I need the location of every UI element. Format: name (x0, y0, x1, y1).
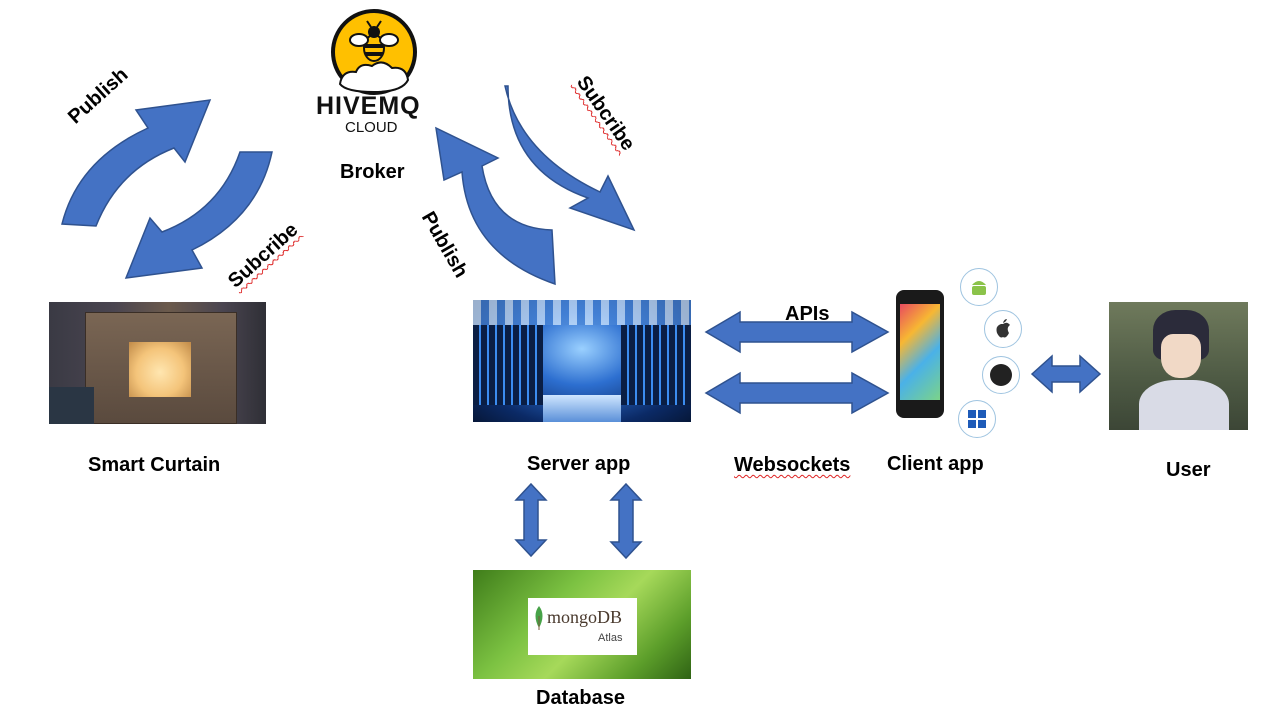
websockets-label: Websockets (734, 454, 851, 476)
smart-curtain-image (49, 302, 266, 424)
user-label: User (1166, 459, 1211, 481)
hivemq-logo-subtext: CLOUD (345, 119, 398, 136)
server-publish-arrow (435, 126, 556, 286)
mongodb-brand: mongoDB (547, 607, 623, 627)
windows-icon (958, 400, 996, 438)
blackberry-icon (982, 356, 1020, 394)
websockets-arrow (704, 371, 890, 415)
hivemq-logo-text: HIVEMQ (316, 92, 421, 120)
user-avatar (1109, 302, 1248, 430)
server-app-label: Server app (527, 453, 631, 475)
client-user-arrow (1030, 354, 1102, 394)
smart-curtain-label: Smart Curtain (88, 454, 221, 476)
mongodb-product: Atlas (598, 632, 623, 644)
android-icon (960, 268, 998, 306)
mongodb-atlas-image: mongoDB Atlas (473, 570, 691, 679)
apis-label: APIs (785, 303, 830, 325)
curtain-publish-arrow (61, 99, 212, 227)
database-label: Database (536, 687, 625, 709)
db-arrow-left (514, 482, 548, 558)
mongodb-leaf-icon (535, 606, 543, 630)
server-room-image (473, 300, 691, 422)
client-app-label: Client app (887, 453, 984, 475)
curtain-subscribe-arrow (124, 151, 273, 279)
server-subscribe-arrow (504, 85, 636, 232)
apis-arrow (704, 310, 890, 354)
smartphone-icon (896, 290, 944, 418)
client-app-image (892, 266, 1022, 441)
broker-label: Broker (340, 161, 405, 183)
apple-icon (984, 310, 1022, 348)
db-arrow-right (609, 482, 643, 560)
hivemq-logo (312, 6, 440, 141)
